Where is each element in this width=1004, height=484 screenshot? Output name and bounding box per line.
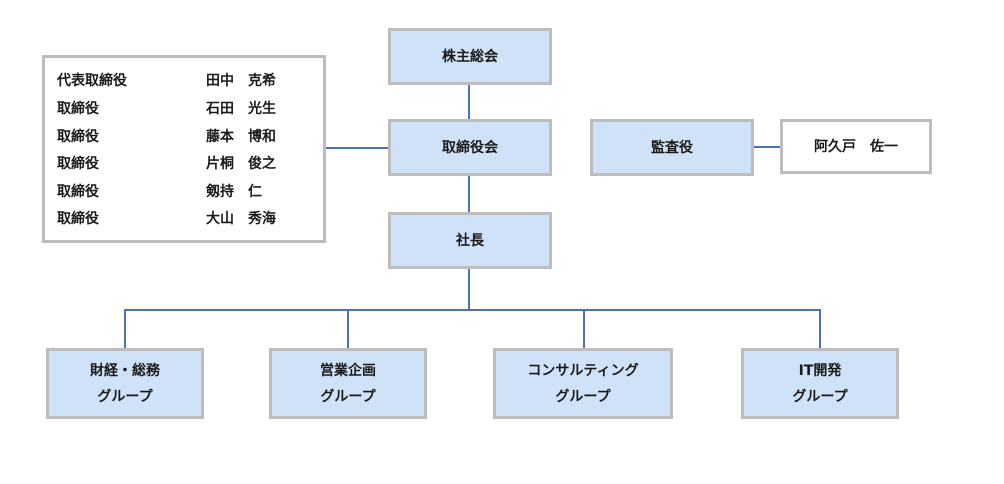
director-name: 石田 光生 — [206, 101, 276, 117]
connector-board-president — [468, 175, 470, 213]
director-title: 取締役 — [57, 184, 99, 200]
group-it-development-box: IT開発 グループ — [741, 348, 899, 419]
director-title: 取締役 — [57, 211, 99, 227]
group-line1: コンサルティング — [527, 362, 639, 379]
shareholders-meeting-box: 株主総会 — [388, 28, 552, 85]
president-label: 社長 — [456, 232, 484, 249]
shareholders-meeting-label: 株主総会 — [442, 48, 498, 65]
director-title: 取締役 — [57, 101, 99, 117]
group-line2: グループ — [792, 388, 848, 405]
group-line1: IT開発 — [798, 362, 842, 379]
connector-group-3 — [583, 309, 585, 349]
group-line2: グループ — [555, 388, 611, 405]
board-of-directors-box: 取締役会 — [388, 119, 552, 176]
group-finance-admin-box: 財経・総務 グループ — [46, 348, 204, 419]
director-name: 剱持 仁 — [206, 184, 262, 200]
group-consulting-box: コンサルティング グループ — [493, 348, 673, 419]
connector-group-1 — [124, 309, 126, 349]
director-title: 取締役 — [57, 156, 99, 172]
director-title: 取締役 — [57, 129, 99, 145]
group-sales-planning-box: 営業企画 グループ — [269, 348, 427, 419]
connector-horizontal-bus — [124, 309, 820, 311]
director-name: 片桐 俊之 — [206, 156, 276, 172]
group-line1: 営業企画 — [320, 362, 376, 379]
connector-group-4 — [819, 309, 821, 349]
director-name: 大山 秀海 — [206, 211, 276, 227]
group-line2: グループ — [97, 388, 153, 405]
director-name: 田中 克希 — [206, 73, 276, 89]
connector-president-bus — [468, 268, 470, 310]
connector-shareholders-board — [468, 84, 470, 120]
group-line1: 財経・総務 — [90, 362, 160, 379]
group-line2: グループ — [320, 388, 376, 405]
director-title: 代表取締役 — [57, 73, 127, 89]
auditor-name-label: 阿久戸 佐一 — [814, 138, 898, 155]
connector-group-2 — [347, 309, 349, 349]
president-box: 社長 — [388, 212, 552, 269]
director-name: 藤本 博和 — [206, 129, 276, 145]
auditor-label: 監査役 — [651, 139, 693, 156]
directors-list: 代表取締役 田中 克希 取締役 石田 光生 取締役 藤本 博和 取締役 片桐 俊… — [42, 55, 326, 243]
board-of-directors-label: 取締役会 — [442, 139, 498, 156]
auditor-name-box: 阿久戸 佐一 — [780, 119, 932, 174]
connector-auditor-name — [754, 146, 782, 148]
auditor-box: 監査役 — [590, 119, 754, 176]
connector-directors-board — [325, 147, 390, 149]
